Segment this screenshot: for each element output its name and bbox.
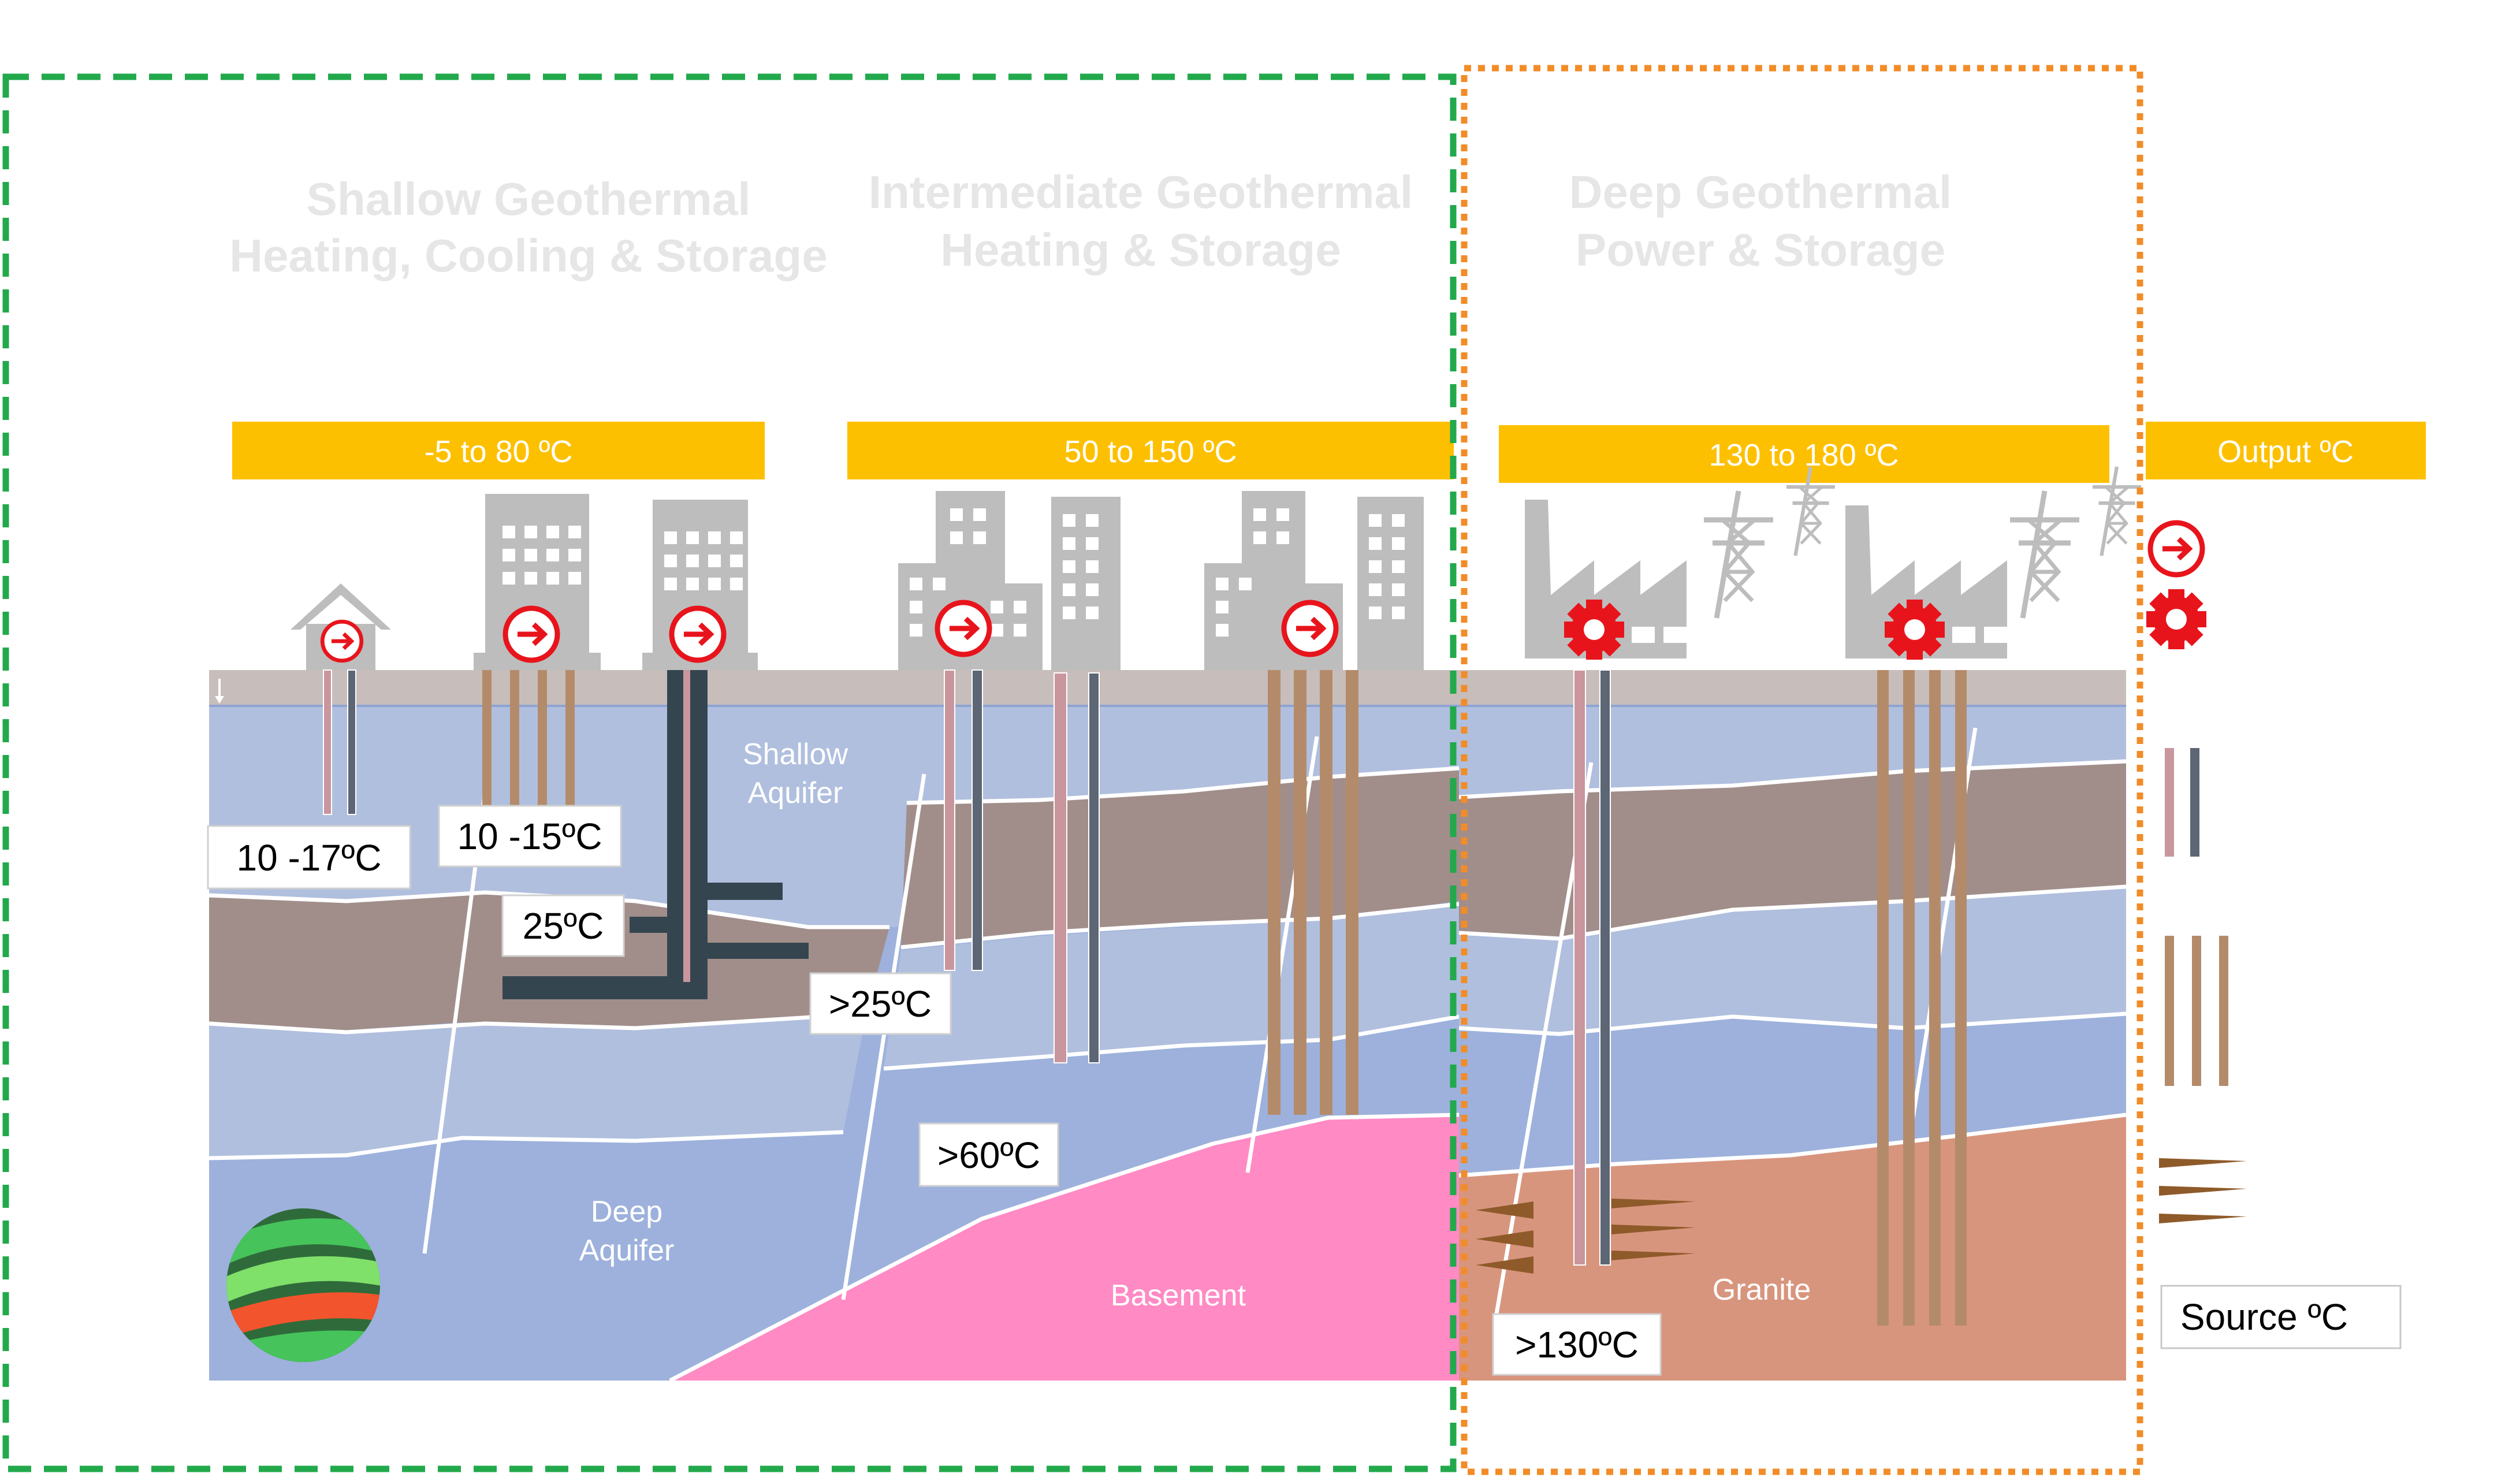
heat-output-arrow-icon <box>1284 602 1336 654</box>
temp-label-5-text: >60ºC <box>937 1134 1040 1176</box>
wells <box>323 669 1967 1326</box>
temp-label-3-text: 25ºC <box>523 905 604 947</box>
legend-column: Source ºC <box>2146 523 2402 1349</box>
frame-power <box>1461 65 2143 1475</box>
power-pylon-icon <box>2010 491 2079 618</box>
basement-layer <box>670 1115 1459 1381</box>
heat-output-arrow-icon <box>322 622 362 661</box>
frame-heating <box>2 73 1457 1472</box>
label-shallow-aquifer-line2: Aquifer <box>748 776 843 810</box>
banner-intermediate-label: 50 to 150 ºC <box>1064 434 1237 469</box>
heading-shallow-line1: Shallow Geothermal <box>306 173 750 225</box>
city-icon <box>898 491 1121 670</box>
power-pylon-icon <box>1704 491 1773 618</box>
temp-label-5: >60ºC <box>918 1122 1059 1187</box>
factory-icon <box>1845 505 2007 658</box>
heat-output-arrow-icon <box>937 602 989 654</box>
banner-deep-label: 130 to 180 ºC <box>1709 438 1899 473</box>
temp-label-2-text: 10 -15ºC <box>457 816 602 857</box>
label-basement: Basement <box>1111 1279 1246 1312</box>
power-gear-icon <box>1564 600 1624 660</box>
heading-deep-line1: Deep Geothermal <box>1569 166 1952 218</box>
temp-label-3: 25ºC <box>501 894 625 957</box>
temp-label-2: 10 -15ºC <box>438 805 622 868</box>
clay-layer-right <box>901 768 1459 947</box>
banner-shallow: -5 to 80 ºC <box>232 422 765 479</box>
heading-deep-line2: Power & Storage <box>1576 224 1945 276</box>
temp-label-4-text: >25ºC <box>829 983 932 1025</box>
heat-output-arrow-icon <box>505 608 557 660</box>
heat-output-arrow-icon <box>2150 523 2202 575</box>
legend-borehole-array-icon <box>2165 936 2228 1086</box>
temp-label-1-text: 10 -17ºC <box>236 837 381 879</box>
heading-shallow-line2: Heating, Cooling & Storage <box>229 230 828 281</box>
label-shallow-aquifer-line1: Shallow <box>743 738 848 771</box>
label-granite: Granite <box>1713 1273 1811 1307</box>
label-deep-aquifer-line1: Deep <box>591 1195 662 1229</box>
heat-output-arrow-icon <box>672 608 724 660</box>
legend-source-label: Source ºC <box>2180 1296 2348 1338</box>
temp-label-6: >130ºC <box>1492 1313 1662 1376</box>
legend-fracture-icon <box>2159 1158 2247 1223</box>
temp-label-6-text: >130ºC <box>1515 1324 1639 1366</box>
heading-intermediate-line2: Heating & Storage <box>940 224 1341 276</box>
factory-icon <box>1525 500 1687 658</box>
label-deep-aquifer-line2: Aquifer <box>579 1234 675 1267</box>
heading-intermediate-line1: Intermediate Geothermal <box>869 166 1413 218</box>
fracture-wedges <box>1476 1199 1695 1274</box>
power-gear-icon <box>1885 600 1945 660</box>
temp-label-1: 10 -17ºC <box>207 825 411 890</box>
banner-intermediate: 50 to 150 ºC <box>847 422 1454 479</box>
banner-shallow-label: -5 to 80 ºC <box>425 434 573 469</box>
banner-legend-output: Output ºC <box>2146 422 2426 479</box>
clay-layer-left <box>209 892 889 1031</box>
banner-legend-label: Output ºC <box>2217 434 2354 469</box>
banner-deep: 130 to 180 ºC <box>1499 425 2109 483</box>
power-gear-icon <box>2146 589 2206 649</box>
temp-label-4: >25ºC <box>809 972 952 1035</box>
legend-well-pair-icon <box>2165 748 2174 857</box>
